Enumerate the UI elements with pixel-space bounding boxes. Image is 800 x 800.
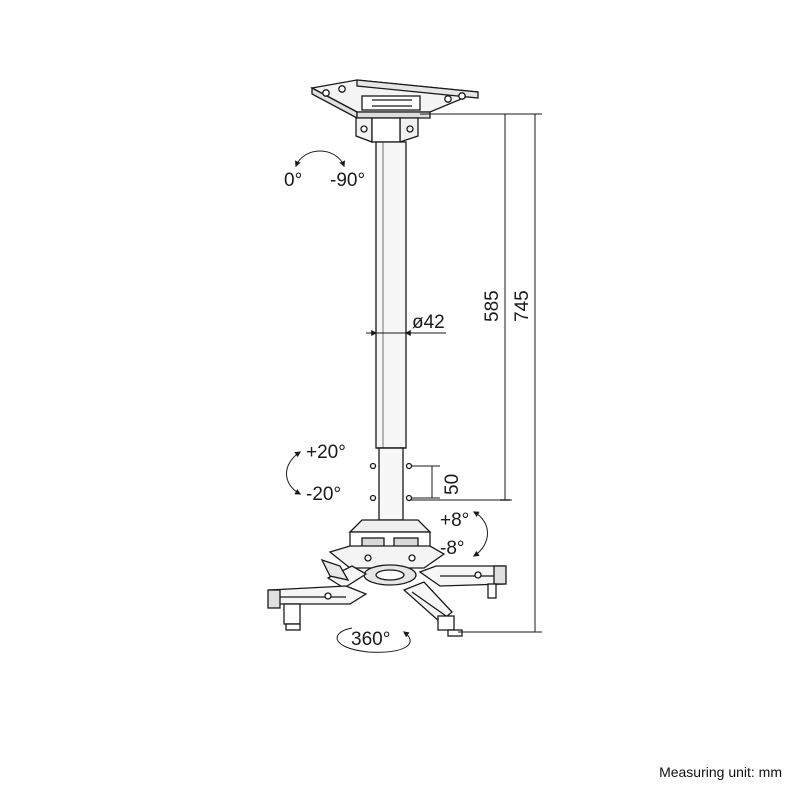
measuring-unit-note: Measuring unit: mm [659, 764, 782, 780]
diameter-label: ø42 [412, 312, 445, 333]
height-dimensions [410, 113, 542, 633]
swivel-plus-label: +8° [440, 510, 469, 531]
pole [369, 141, 413, 521]
spider-arms [267, 558, 507, 637]
ceiling-plate [310, 79, 479, 143]
rotation-arrow-top [295, 150, 345, 168]
tilt-joint [328, 519, 446, 586]
rotation-top-left-label: 0° [284, 170, 302, 191]
rotation-360-label: 360° [351, 629, 390, 650]
tilt-arrow [286, 451, 302, 495]
rotation-arrow-360 [336, 627, 411, 653]
inner-height-label: 585 [482, 290, 503, 322]
swivel-minus-label: -8° [440, 538, 465, 559]
tilt-plus-label: +20° [306, 442, 346, 463]
total-height-label: 745 [512, 290, 533, 322]
adjust-step-label: 50 [442, 474, 463, 495]
swivel-arrow [472, 511, 488, 557]
tilt-minus-label: -20° [306, 484, 341, 505]
rotation-top-right-label: -90° [330, 170, 365, 191]
